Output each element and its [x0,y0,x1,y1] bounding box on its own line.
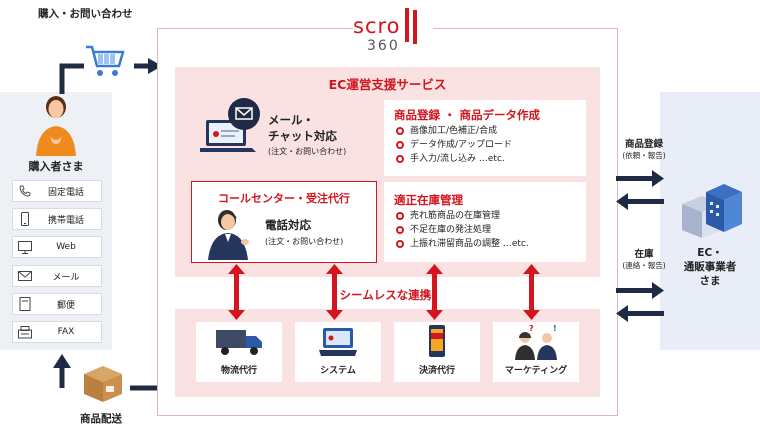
product-data-card [384,100,586,176]
service-card-system: システム [295,322,381,382]
bullet-icon [396,155,404,163]
channel-item: 郵便 [12,293,102,315]
inventory-label: 在庫 (連絡・報告) [614,246,674,271]
service-label: 決済代行 [418,366,455,376]
list-item-text: 不足在庫の発注処理 [410,225,492,235]
mail-icon [13,271,37,281]
bullet-icon [396,212,404,220]
seamless-label: シームレスな連携! [339,288,437,302]
logo-number: 360 [367,38,400,54]
service-label: マーケティング [504,366,568,376]
people-discussion-icon: ? ! [515,324,557,360]
shipping-label: 商品配送 [80,413,122,425]
service-label: システム [320,366,356,376]
list-item: データ作成/アップロード [396,138,512,152]
list-item: 上振れ滞留商品の調整 …etc. [396,237,529,251]
call-center-title: コールセンター・受注代行 [218,192,350,205]
truck-icon [216,330,262,355]
business-line: 通販事業者 [683,261,737,273]
service-card-payment: 決済代行 [394,322,480,382]
mail-chat-line1: メール・ [268,113,314,127]
connection-arrows [228,264,540,320]
channel-item: FAX [12,321,102,343]
laptop-chat-icon [200,98,260,152]
svg-text:!: ! [553,324,557,333]
channel-label: 郵便 [56,300,75,311]
list-item: 売れ筋商品の在庫管理 [396,209,529,223]
inventory-sub: (連絡・報告) [622,261,666,270]
list-item-text: 上振れ滞留商品の調整 …etc. [410,239,529,249]
inventory-text: 在庫 [634,249,654,260]
laptop-icon [319,328,357,356]
service-label: 物流代行 [220,366,257,376]
channel-item: 固定電話 [12,180,102,202]
inventory-list: 売れ筋商品の在庫管理 不足在庫の発注処理 上振れ滞留商品の調整 …etc. [396,209,529,251]
list-item: 手入力/流し込み …etc. [396,152,512,166]
call-center-sub: (注文・お問い合わせ) [265,237,344,246]
business-line: EC・ [697,247,723,259]
mail-chat-line2: チャット対応 [268,129,337,143]
operator-icon [208,210,249,260]
channel-item: メール [12,265,102,287]
channel-item: Web [12,236,102,258]
inventory-title: 適正在庫管理 [394,193,463,207]
channel-item: 携帯電話 [12,208,102,230]
phone-icon [13,185,37,197]
list-item-text: 画像加工/色補正/合成 [410,126,498,136]
list-item-text: 手入力/流し込み …etc. [410,154,505,164]
channel-label: FAX [57,327,75,337]
mobile-icon [13,212,37,226]
business-line: さま [699,275,721,287]
cart-icon [86,45,125,76]
svg-text:?: ? [529,324,534,333]
smartphone-icon [429,325,445,357]
product-data-title: 商品登録 ・ 商品データ作成 [394,108,541,122]
bullet-icon [396,127,404,135]
building-icon [682,184,742,238]
mail-chat-text: メール・ チャット対応 [268,112,337,144]
purchase-inquiry-label: 購入・お問い合わせ [38,8,133,20]
list-item-text: データ作成/アップロード [410,140,513,150]
list-item: 画像加工/色補正/合成 [396,124,512,138]
logo-text: scro [353,14,401,38]
channel-label: 携帯電話 [47,215,84,226]
bullet-icon [396,240,404,248]
mail-chat-sub: (注文・お問い合わせ) [268,147,347,156]
inventory-card [384,182,586,262]
call-center-line1: 電話対応 [265,218,311,232]
purchase-flow-arrow [59,58,162,94]
service-card-marketing: ? ! マーケティング [493,322,579,382]
list-item: 不足在庫の発注処理 [396,223,529,237]
business-label: EC・ 通販事業者 さま [660,246,760,288]
shipping-flow-arrow [53,354,158,391]
registration-sub: (依頼・報告) [622,151,666,160]
bullet-icon [396,226,404,234]
customer-label: 購入者さま [28,160,84,173]
ec-service-title: EC運営支援サービス [328,77,447,92]
inventory-arrows [616,282,664,322]
channel-label: メール [52,272,80,283]
package-box-icon [84,366,122,402]
channel-label: Web [56,242,76,252]
logo-bar [413,10,417,44]
list-item-text: 売れ筋商品の在庫管理 [410,211,501,221]
service-card-logistics: 物流代行 [196,322,282,382]
logo-bar [405,8,409,42]
registration-arrows [616,170,664,210]
channel-label: 固定電話 [47,187,84,198]
registration-text: 商品登録 [624,139,663,150]
logo: scro 360 [353,8,433,54]
post-icon [13,297,37,311]
customer-person-icon [36,96,76,156]
fax-icon [13,325,37,339]
bullet-icon [396,141,404,149]
product-data-list: 画像加工/色補正/合成 データ作成/アップロード 手入力/流し込み …etc. [396,124,512,166]
monitor-icon [13,240,37,254]
registration-label: 商品登録 (依頼・報告) [614,136,674,161]
